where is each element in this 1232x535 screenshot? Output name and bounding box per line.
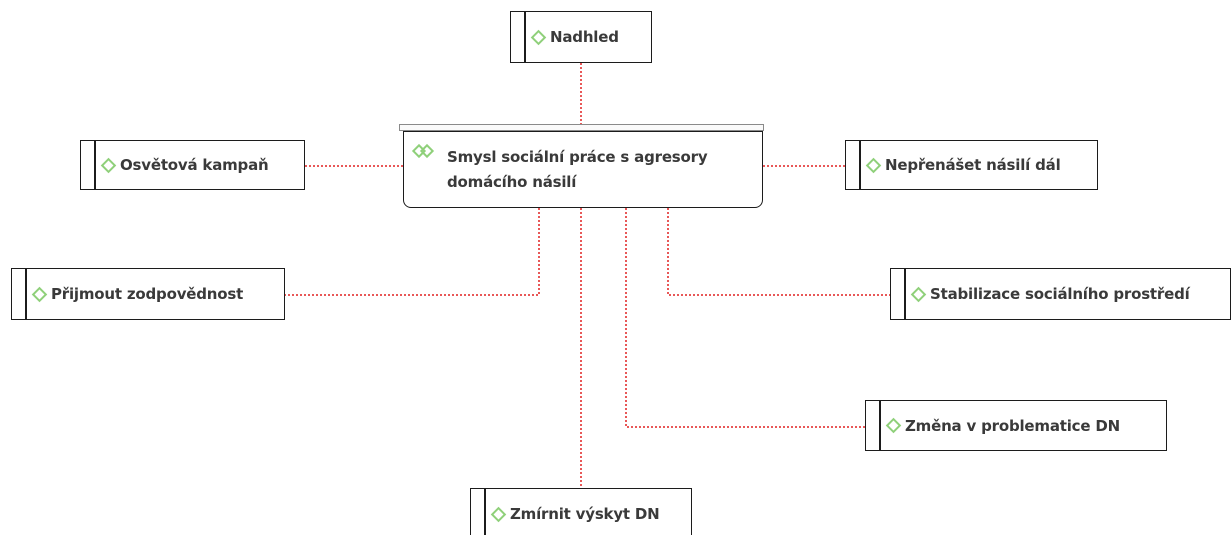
diamond-icon	[100, 157, 117, 173]
diamond-icon	[910, 286, 927, 302]
diamond-icon	[865, 157, 882, 173]
topic-nadhled[interactable]: Nadhled	[510, 11, 652, 63]
central-topic-header-bar	[399, 124, 764, 131]
central-topic-label: Smysl sociální práce s agresory domácího…	[447, 148, 708, 191]
topic-label: Nadhled	[550, 28, 619, 46]
topic-zmena[interactable]: Změna v problematice DN	[865, 400, 1167, 451]
connector-stabilizace	[667, 208, 890, 296]
topic-label: Přijmout zodpovědnost	[51, 285, 244, 303]
topic-stabilizace[interactable]: Stabilizace sociálního prostředí	[890, 268, 1231, 320]
topic-osvetova-kampan[interactable]: Osvětová kampaň	[80, 140, 305, 190]
topic-label: Stabilizace sociálního prostředí	[930, 285, 1190, 303]
connector-prijmout	[285, 208, 540, 296]
topic-prijmout-zodpovednost[interactable]: Přijmout zodpovědnost	[11, 268, 285, 320]
double-diamond-icon	[411, 143, 435, 159]
connector-zmena	[625, 208, 865, 428]
topic-neprenaset-nasili[interactable]: Nepřenášet násilí dál	[845, 140, 1098, 190]
topic-label: Změna v problematice DN	[905, 416, 1120, 435]
topic-label: Zmírnit výskyt DN	[510, 505, 660, 523]
diamond-icon	[490, 506, 507, 522]
topic-label: Nepřenášet násilí dál	[885, 156, 1061, 174]
diamond-icon	[31, 286, 48, 302]
topic-zmirnit[interactable]: Zmírnit výskyt DN	[470, 488, 692, 535]
central-topic[interactable]: Smysl sociální práce s agresory domácího…	[403, 131, 763, 208]
diamond-icon	[530, 29, 547, 45]
topic-label: Osvětová kampaň	[120, 156, 269, 174]
diamond-icon	[885, 417, 902, 434]
